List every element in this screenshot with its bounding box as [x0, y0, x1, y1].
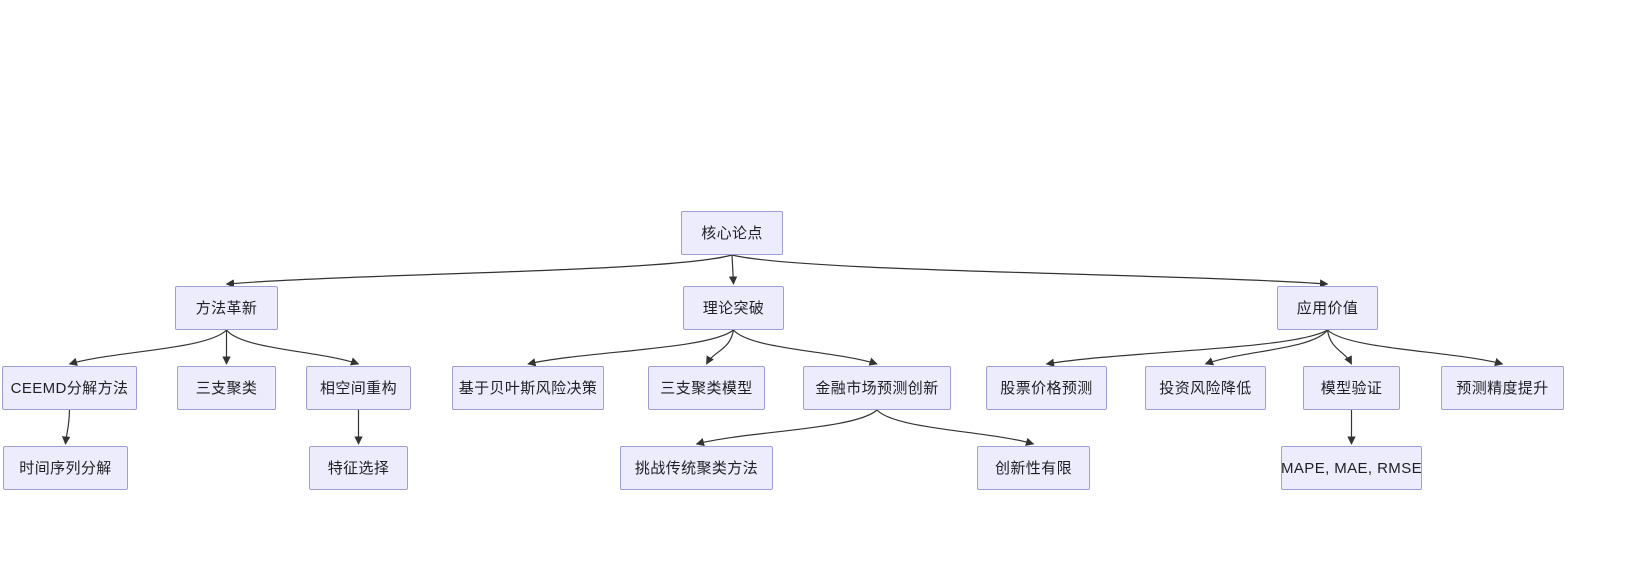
edge-b3-to-c8 — [1204, 329, 1328, 366]
edge-b3-to-c7 — [1045, 329, 1328, 367]
node-d5[interactable]: MAPE, MAE, RMSE — [1281, 446, 1422, 490]
edge-root-to-b1 — [225, 254, 733, 288]
node-label: 三支聚类 — [195, 379, 258, 397]
node-b2[interactable]: 理论突破 — [683, 286, 784, 330]
edge-c1-to-d1 — [61, 409, 71, 445]
node-c8[interactable]: 投资风险降低 — [1145, 366, 1266, 410]
node-d2[interactable]: 特征选择 — [309, 446, 408, 490]
node-c10[interactable]: 预测精度提升 — [1441, 366, 1564, 410]
edge-b1-to-c1 — [68, 329, 227, 366]
node-label: 方法革新 — [195, 299, 258, 317]
edge-b1-to-c3 — [226, 329, 360, 366]
node-c1[interactable]: CEEMD分解方法 — [2, 366, 137, 410]
node-label: 理论突破 — [702, 299, 765, 317]
edge-b2-to-c4 — [527, 329, 734, 367]
node-label: 相空间重构 — [319, 379, 397, 397]
node-c9[interactable]: 模型验证 — [1303, 366, 1400, 410]
node-label: 金融市场预测创新 — [815, 379, 939, 397]
node-d4[interactable]: 创新性有限 — [977, 446, 1090, 490]
node-c5[interactable]: 三支聚类模型 — [648, 366, 765, 410]
node-label: 股票价格预测 — [1000, 379, 1093, 397]
node-label: 时间序列分解 — [19, 459, 112, 477]
edge-paths — [61, 254, 1504, 447]
node-label: 核心论点 — [701, 224, 763, 242]
node-label: 挑战传统聚类方法 — [634, 459, 759, 477]
edge-c6-to-d4 — [876, 409, 1035, 446]
edge-root-to-b2 — [728, 254, 738, 285]
node-root[interactable]: 核心论点 — [681, 211, 783, 255]
edge-b2-to-c6 — [733, 329, 878, 366]
node-label: MAPE, MAE, RMSE — [1280, 459, 1423, 477]
node-d1[interactable]: 时间序列分解 — [3, 446, 128, 490]
node-c4[interactable]: 基于贝叶斯风险决策 — [452, 366, 604, 410]
edge-root-to-b3 — [731, 254, 1329, 288]
node-label: CEEMD分解方法 — [10, 379, 129, 397]
node-c2[interactable]: 三支聚类 — [177, 366, 276, 410]
node-label: 预测精度提升 — [1456, 379, 1549, 397]
node-d3[interactable]: 挑战传统聚类方法 — [620, 446, 773, 490]
node-label: 创新性有限 — [994, 459, 1072, 477]
node-c3[interactable]: 相空间重构 — [306, 366, 411, 410]
node-c7[interactable]: 股票价格预测 — [986, 366, 1107, 410]
node-c6[interactable]: 金融市场预测创新 — [803, 366, 951, 410]
node-label: 应用价值 — [1296, 299, 1359, 317]
node-label: 特征选择 — [327, 459, 390, 477]
node-label: 模型验证 — [1320, 379, 1383, 397]
edge-b3-to-c9 — [1326, 329, 1353, 365]
node-b3[interactable]: 应用价值 — [1277, 286, 1378, 330]
node-label: 基于贝叶斯风险决策 — [458, 379, 598, 397]
node-label: 投资风险降低 — [1159, 379, 1252, 397]
node-label: 三支聚类模型 — [660, 379, 753, 397]
edge-b3-to-c10 — [1327, 329, 1504, 367]
edge-c6-to-d3 — [695, 409, 878, 447]
node-b1[interactable]: 方法革新 — [175, 286, 278, 330]
edge-b2-to-c5 — [705, 329, 735, 365]
